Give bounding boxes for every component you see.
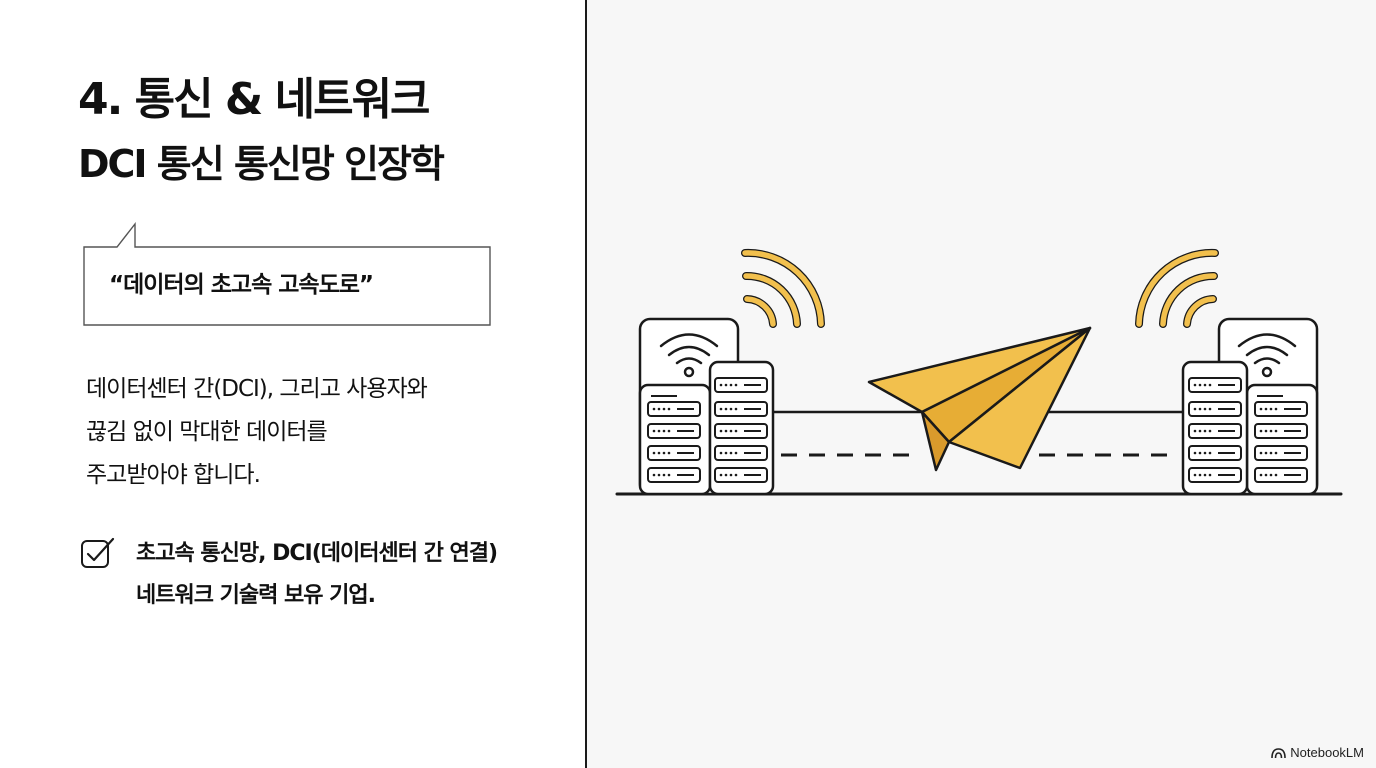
signal-waves-icon (1136, 250, 1218, 327)
checkpoint-text: 초고속 통신망, DCI(데이터센터 간 연결) 네트워크 기술력 보유 기업. (136, 533, 576, 617)
paper-plane-icon (867, 326, 1092, 472)
brand-label: NotebookLM (1271, 745, 1364, 760)
notebooklm-logo-icon (1271, 747, 1287, 758)
slide-subtitle: DCI 통신 통신망 인장학 (78, 142, 445, 186)
checkpoint-line: 초고속 통신망, DCI(데이터센터 간 연결) (136, 541, 498, 566)
network-illustration (615, 248, 1343, 496)
checkbox-icon (81, 537, 115, 568)
right-panel: NotebookLM (587, 0, 1376, 768)
panel-divider (585, 0, 587, 768)
brand-text: NotebookLM (1290, 745, 1364, 760)
speech-bubble-icon (83, 222, 491, 326)
server-rack-icon (708, 360, 775, 496)
checkpoint-line: 네트워크 기술력 보유 기업. (136, 583, 376, 608)
body-text: 데이터센터 간(DCI), 그리고 사용자와 끊김 없이 막대한 데이터를 주고… (86, 368, 556, 497)
server-rack-icon (1181, 360, 1249, 496)
body-line: 주고받아야 합니다. (86, 462, 261, 488)
slide-title: 4. 통신 & 네트워크 (78, 74, 431, 125)
left-panel: 4. 통신 & 네트워크 DCI 통신 통신망 인장학 “데이터의 초고속 고속… (0, 0, 585, 768)
quote-text: “데이터의 초고속 고속도로” (109, 272, 374, 298)
body-line: 끊김 없이 막대한 데이터를 (86, 419, 328, 445)
server-rack-icon (638, 383, 712, 496)
body-line: 데이터센터 간(DCI), 그리고 사용자와 (86, 376, 428, 402)
signal-waves-icon (742, 250, 824, 327)
quote-callout: “데이터의 초고속 고속도로” (83, 222, 493, 328)
server-rack-icon (1245, 383, 1319, 496)
